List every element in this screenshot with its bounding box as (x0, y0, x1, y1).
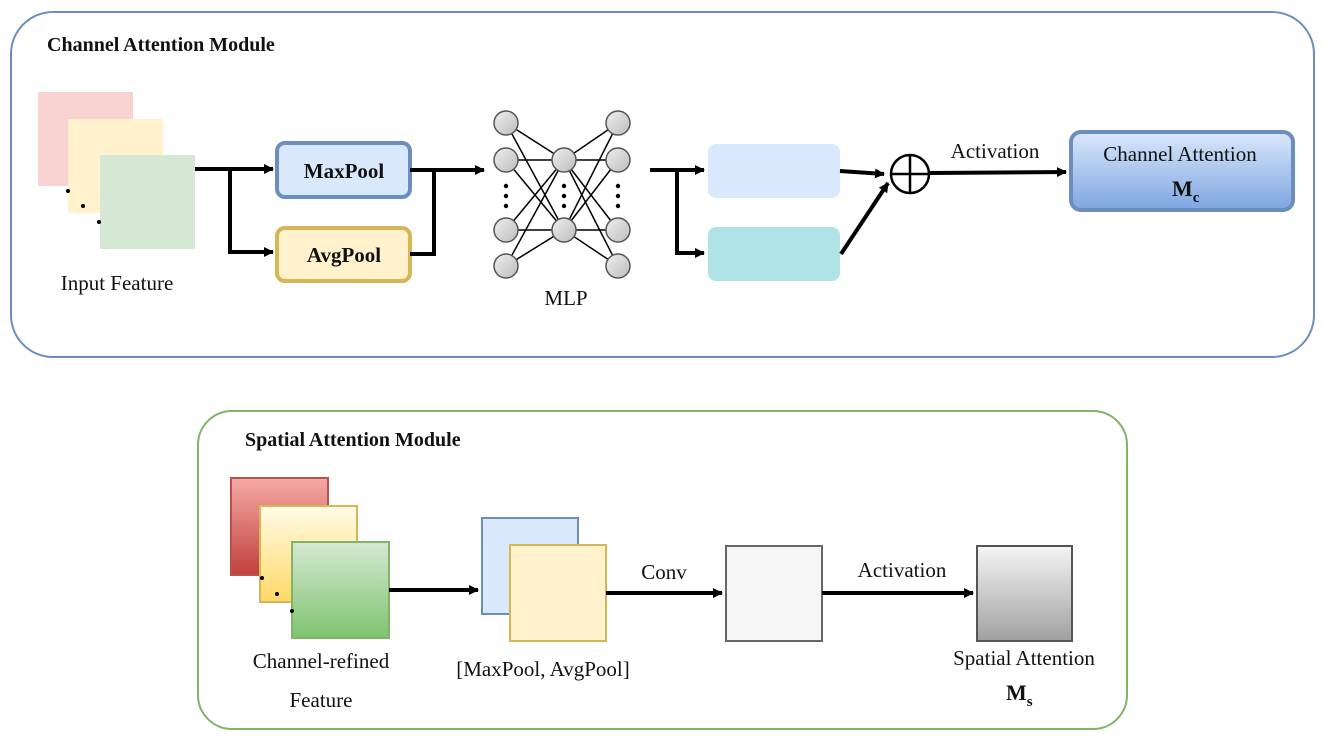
mlp-node (605, 147, 631, 173)
mlp-connection (563, 159, 619, 231)
input-feature-stack (38, 92, 195, 249)
mlp-output-top (708, 144, 840, 198)
stack-dot (97, 220, 101, 224)
pooled-maps (481, 517, 607, 642)
stack-dot (81, 204, 85, 208)
input-feature-label: Input Feature (61, 271, 174, 295)
mlp-ellipsis-dot (503, 203, 509, 209)
mlp-node (493, 217, 519, 243)
sum-arrows (839, 168, 890, 256)
pooled-map-yellow (509, 544, 607, 642)
mlp-ellipsis-dot (503, 183, 509, 189)
channel-attention-symbol: Mc (1172, 176, 1200, 206)
mlp-connection (563, 122, 619, 231)
mlp-ellipsis-dot (561, 203, 567, 209)
mlp-node (605, 217, 631, 243)
mlp-connection (505, 159, 565, 231)
stack-dot (260, 576, 264, 580)
mlp-node (493, 147, 519, 173)
mlp-ellipsis-dot (615, 203, 621, 209)
stack-dot (275, 592, 279, 596)
input-map-green (100, 155, 195, 249)
mlp-label: MLP (544, 286, 587, 310)
stack-dot (66, 189, 70, 193)
mlp-node (605, 110, 631, 136)
mlp-output-lines (650, 165, 705, 258)
mlp-connection (505, 159, 565, 267)
mlp-output-bottom (708, 227, 840, 281)
pool-merge-lines (410, 165, 485, 256)
channel-module-title: Channel Attention Module (47, 34, 275, 56)
mlp-node (493, 110, 519, 136)
avgpool-label: AvgPool (307, 243, 381, 267)
input-branch-lines (195, 164, 274, 257)
mlp-ellipsis-dot (503, 193, 509, 199)
mlp-ellipsis-dot (615, 193, 621, 199)
spatial-module-title: Spatial Attention Module (245, 429, 461, 451)
maxpool-label: MaxPool (304, 159, 385, 183)
mlp-ellipsis-dot (561, 193, 567, 199)
spatial-attention-symbol: Ms (1006, 680, 1033, 710)
spatial-activation-label: Activation (858, 558, 947, 582)
mlp-node (493, 253, 519, 279)
mlp-connection (563, 159, 619, 267)
channel-attention-output-label: Channel Attention (1103, 142, 1257, 166)
mlp-connection (505, 122, 565, 231)
spatial-attention-label: Spatial Attention (953, 646, 1095, 670)
conv-label: Conv (641, 560, 687, 584)
mlp-network (493, 110, 631, 279)
elementwise-sum-icon (889, 153, 931, 195)
refined-feature-label-line2: Feature (290, 688, 353, 712)
mlp-ellipsis-dot (615, 183, 621, 189)
pool-concat-label: [MaxPool, AvgPool] (456, 657, 629, 681)
conv-output-map (725, 545, 823, 642)
stack-dot (290, 609, 294, 613)
mlp-node (551, 217, 577, 243)
channel-attention-module: Channel Attention Module Input Feature M… (10, 11, 1315, 358)
mlp-node (551, 147, 577, 173)
mlp-ellipsis-dot (561, 183, 567, 189)
spatial-attention-module: Spatial Attention Module Channel-refined… (197, 410, 1128, 730)
refined-feature-stack (230, 477, 390, 639)
channel-attention-output-box (1069, 130, 1295, 212)
channel-activation-label: Activation (951, 139, 1040, 163)
mlp-node (605, 253, 631, 279)
refined-map-green (291, 541, 390, 639)
activation-arrow-channel (928, 167, 1067, 178)
spatial-module-frame (197, 410, 1128, 730)
spatial-attention-map (976, 545, 1073, 642)
refined-feature-label-line1: Channel-refined (253, 649, 390, 673)
